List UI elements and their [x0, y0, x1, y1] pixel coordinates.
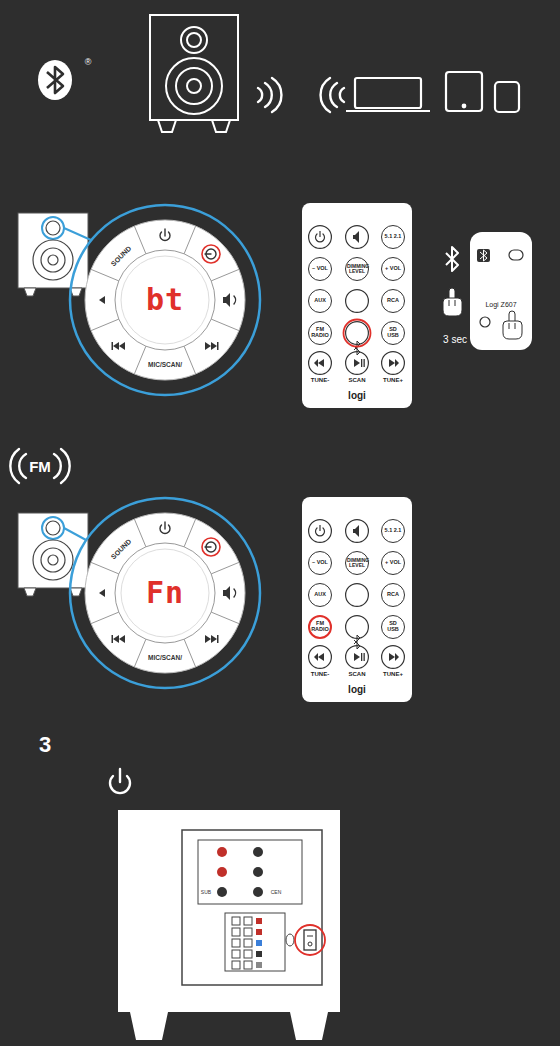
- display-readout: bt: [146, 285, 184, 315]
- button-caption: TUNE-: [311, 377, 329, 383]
- remote-button: 5.1 2.1: [381, 225, 405, 249]
- control-dial: [70, 205, 260, 395]
- satellite-speaker: [18, 213, 88, 296]
- remote-button: FM RADIO: [308, 321, 332, 345]
- remote-button: DIMMING LEVEL: [345, 551, 369, 575]
- bluetooth-symbol: [446, 247, 458, 271]
- step-number: 3: [39, 734, 51, 756]
- remote-button: AUX: [308, 583, 332, 607]
- remote-button: 5.1 2.1: [381, 519, 405, 543]
- button-label: FM RADIO: [310, 621, 330, 633]
- phone: [470, 232, 532, 350]
- remote-button: RCA: [381, 583, 405, 607]
- remote-button: RCA: [381, 289, 405, 313]
- button-label: MIC/SCAN/: [148, 655, 182, 662]
- button-caption: TUNE+: [383, 377, 403, 383]
- bluetooth-logo: [38, 60, 72, 100]
- remote-button: + VOL: [381, 551, 405, 575]
- remote-button: FM RADIO: [308, 615, 332, 639]
- button-label: SD USB: [383, 621, 403, 633]
- duration-note: 3 sec: [443, 335, 467, 345]
- brand-logo: logi: [348, 391, 366, 401]
- button-label: DIMMING LEVEL: [347, 558, 367, 569]
- fm-waves: [10, 449, 69, 483]
- registered-mark: ®: [85, 58, 92, 67]
- button-label: RCA: [383, 298, 403, 304]
- button-label: AUX: [310, 592, 330, 598]
- jack-label: SUB: [201, 890, 211, 895]
- dial: SOUND FnMIC/SCAN/: [70, 498, 260, 688]
- button-label: RCA: [383, 592, 403, 598]
- button-label: + VOL: [383, 560, 403, 566]
- highlight-ring: [344, 320, 371, 347]
- button-label: + VOL: [383, 266, 403, 272]
- dial: SOUND btMIC/SCAN/: [70, 205, 260, 395]
- remote-body: [302, 497, 412, 702]
- power-icon: [110, 769, 130, 793]
- phone: Logi Z607: [470, 232, 532, 350]
- remote-button: SD USB: [381, 615, 405, 639]
- jack-label: CEN: [271, 890, 282, 895]
- device-name: Logi Z607: [485, 301, 516, 308]
- remote-button: – VOL: [308, 257, 332, 281]
- remote-button: – VOL: [308, 551, 332, 575]
- button-caption: TUNE-: [311, 671, 329, 677]
- button-caption: SCAN: [348, 377, 365, 383]
- devices: [346, 72, 519, 112]
- subwoofer-back: [118, 810, 340, 1040]
- fm-symbol: FM: [29, 459, 51, 474]
- zoom-line: [64, 228, 91, 240]
- display-readout: Fn: [146, 578, 184, 608]
- speaker-outline: [150, 15, 238, 132]
- remote-button: DIMMING LEVEL: [345, 257, 369, 281]
- remote-body: [302, 203, 412, 408]
- button-label: SD USB: [383, 327, 403, 339]
- button-label: SOUND: [110, 245, 133, 268]
- button-label: – VOL: [310, 266, 330, 272]
- remote-button: SD USB: [381, 321, 405, 345]
- brand-logo: logi: [348, 685, 366, 695]
- button-label: 5.1 2.1: [383, 528, 403, 534]
- button-label: FM RADIO: [310, 327, 330, 339]
- button-label: 5.1 2.1: [383, 234, 403, 240]
- button-label: AUX: [310, 298, 330, 304]
- button-caption: TUNE+: [383, 671, 403, 677]
- control-dial: [70, 498, 260, 688]
- button-label: – VOL: [310, 560, 330, 566]
- signal-waves: [258, 78, 344, 112]
- button-caption: SCAN: [348, 671, 365, 677]
- remote-button: + VOL: [381, 257, 405, 281]
- zoom-line: [64, 528, 86, 540]
- press-hand: [443, 288, 462, 316]
- button-label: MIC/SCAN/: [148, 362, 182, 369]
- button-label: DIMMING LEVEL: [347, 264, 367, 275]
- button-label: SOUND: [110, 538, 133, 561]
- remote-button: AUX: [308, 289, 332, 313]
